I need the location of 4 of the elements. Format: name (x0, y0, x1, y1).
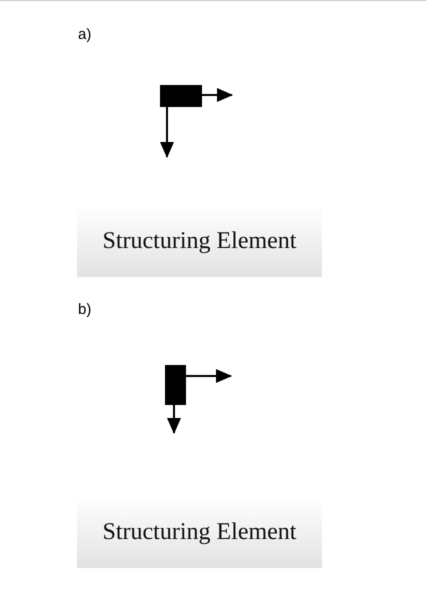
caption-text: Structuring Element (102, 518, 296, 546)
panel-label: b) (78, 301, 92, 318)
caption-text: Structuring Element (102, 228, 296, 254)
panel-label: a) (78, 26, 92, 43)
